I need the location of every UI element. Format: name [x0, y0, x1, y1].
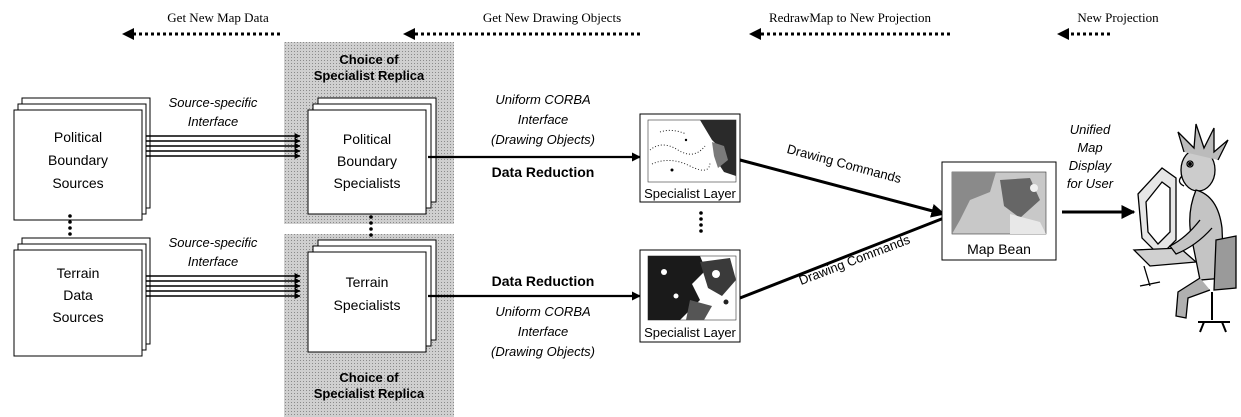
layer-label: Specialist Layer — [644, 325, 736, 340]
source-label: Boundary — [48, 152, 108, 168]
top-action-get-drawing-objects: Get New Drawing Objects — [403, 10, 640, 40]
specialist-layer-top: Specialist Layer — [639, 113, 741, 203]
replica-choice-label: Specialist Replica — [314, 68, 425, 83]
stack-card-front — [307, 251, 427, 353]
data-reduction-label: Data Reduction — [492, 273, 595, 289]
replica-choice-label: Choice of — [339, 52, 399, 67]
action-label: New Projection — [1077, 10, 1159, 25]
specialist-label: Boundary — [337, 153, 397, 169]
arrow-left-icon — [403, 28, 415, 40]
ellipsis-dots — [369, 215, 373, 237]
stack-card-front — [307, 109, 427, 215]
source-label: Sources — [52, 175, 103, 191]
interface-label: Interface — [188, 114, 239, 129]
corba-label: (Drawing Objects) — [491, 344, 595, 359]
corba-label: Interface — [518, 324, 569, 339]
source-label: Data — [63, 287, 93, 303]
ellipsis-dots — [699, 211, 703, 233]
arrow-left-icon — [749, 28, 761, 40]
arrow-left-icon — [122, 28, 134, 40]
drawing-commands-arrow-bottom — [739, 216, 945, 300]
political-boundary-sources: Political Boundary Sources — [13, 97, 151, 221]
source-label: Terrain — [57, 265, 100, 281]
source-connectors-political — [146, 133, 301, 159]
user-at-computer-icon — [1132, 123, 1237, 333]
user-display-label: for User — [1067, 176, 1114, 191]
map-bean-label: Map Bean — [967, 241, 1031, 257]
specialist-label: Specialists — [334, 175, 401, 191]
terrain-specialists: Terrain Specialists — [307, 239, 437, 353]
top-action-redraw-map: RedrawMap to New Projection — [749, 10, 950, 40]
map-bean-thumbnail-icon — [951, 171, 1047, 235]
user-display-label: Display — [1069, 158, 1113, 173]
terrain-data-sources: Terrain Data Sources — [13, 237, 151, 357]
specialist-label: Political — [343, 131, 391, 147]
specialist-label: Terrain — [346, 274, 389, 290]
stack-card-front — [13, 109, 143, 221]
specialist-layer-bottom: Specialist Layer — [639, 249, 741, 343]
top-action-new-projection: New Projection — [1057, 10, 1159, 40]
stack-card-front — [13, 249, 143, 357]
layer-label: Specialist Layer — [644, 186, 736, 201]
drawing-commands-arrow-top — [739, 158, 946, 218]
corba-label: Interface — [518, 112, 569, 127]
user-display-label: Unified — [1070, 122, 1111, 137]
replica-choice-label: Choice of — [339, 370, 399, 385]
data-reduction-label: Data Reduction — [492, 164, 595, 180]
replica-choice-label: Specialist Replica — [314, 386, 425, 401]
ellipsis-dots — [68, 214, 72, 236]
action-label: RedrawMap to New Projection — [769, 10, 932, 25]
drawing-commands-label: Drawing Commands — [797, 232, 913, 288]
corba-label: Uniform CORBA — [495, 304, 590, 319]
action-label: Get New Drawing Objects — [483, 10, 621, 25]
specialist-label: Specialists — [334, 297, 401, 313]
source-connectors-terrain — [146, 273, 301, 299]
source-label: Political — [54, 129, 102, 145]
arrow-left-icon — [1057, 28, 1069, 40]
interface-label: Source-specific — [169, 235, 258, 250]
map-thumbnail-icon — [647, 119, 737, 183]
action-label: Get New Map Data — [167, 10, 269, 25]
interface-label: Source-specific — [169, 95, 258, 110]
source-label: Sources — [52, 309, 103, 325]
drawing-commands-label: Drawing Commands — [785, 141, 903, 186]
top-action-get-map-data: Get New Map Data — [122, 10, 280, 40]
political-boundary-specialists: Political Boundary Specialists — [307, 97, 437, 215]
corba-label: (Drawing Objects) — [491, 132, 595, 147]
map-bean: Map Bean — [941, 161, 1057, 261]
user-display-label: Map — [1077, 140, 1102, 155]
interface-label: Interface — [188, 254, 239, 269]
terrain-thumbnail-icon — [647, 255, 737, 321]
corba-label: Uniform CORBA — [495, 92, 590, 107]
